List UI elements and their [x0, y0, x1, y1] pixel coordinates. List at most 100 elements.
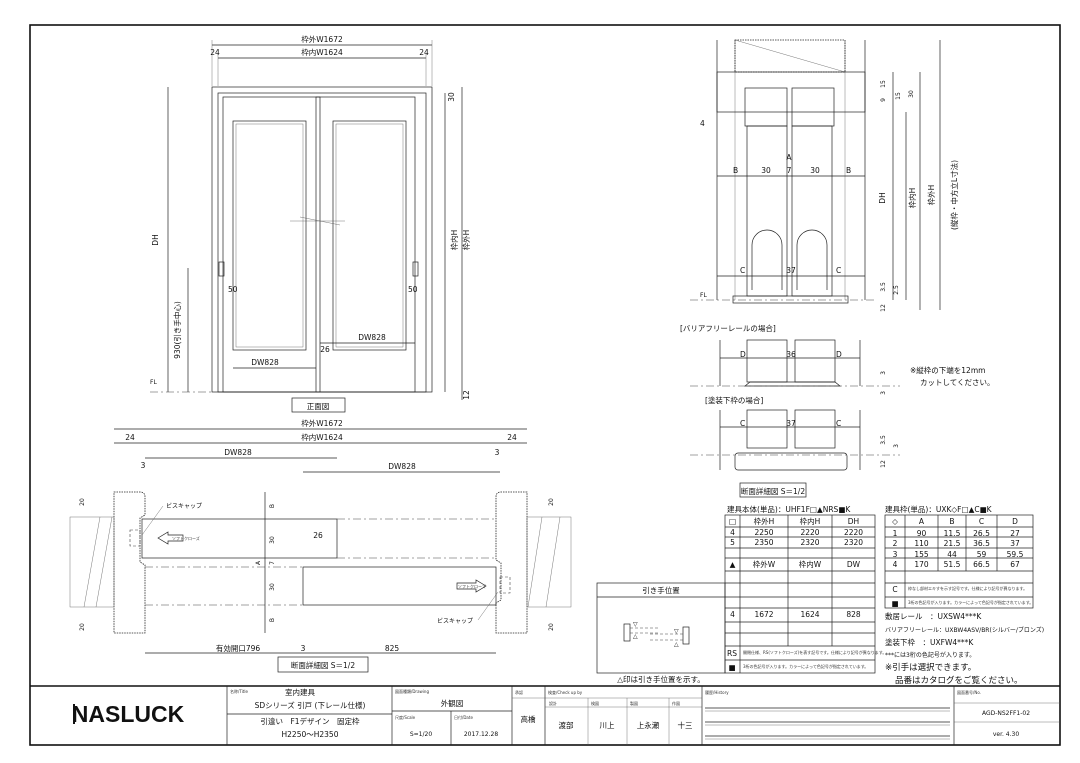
fl-mark: FL — [150, 379, 157, 386]
hs-825: 825 — [385, 644, 400, 653]
checker-header-4: 作図 — [672, 700, 680, 706]
dim-outer-height: 枠外H — [461, 230, 471, 251]
bf-d-left: D — [740, 350, 746, 359]
vs-dim-15b: 15 — [895, 92, 902, 100]
dim-overlap-26: 26 — [320, 345, 330, 354]
door-table-note: 3桁の色記号が入ります。カラーによって色記号が指定されています。 — [743, 663, 868, 669]
dim-inner-height: 枠内H — [449, 230, 459, 251]
frame-table-header: C — [979, 517, 984, 526]
painted-sill: 塗装下枠 ：UXFW4***K — [885, 637, 974, 647]
ps-37: 37 — [786, 419, 796, 428]
scale-label: 尺度/Scale — [395, 714, 416, 720]
hs-inner-width: 枠内W1624 — [301, 432, 343, 442]
front-view-caption: 正面図 — [307, 402, 330, 411]
dim-dh: DH — [151, 234, 160, 245]
history-label: 履歴/History — [705, 689, 729, 695]
door-section-right — [791, 125, 833, 297]
dim-dw-left: DW828 — [251, 358, 279, 367]
drawing-type: 外観図 — [441, 698, 464, 708]
svg-text:△: △ — [674, 641, 679, 648]
door-table-cell: 2220 — [844, 528, 863, 537]
cut-note-line1: ※縦枠の下端を12mm — [910, 365, 985, 375]
nasluck-logo: NASLUCK — [72, 701, 185, 727]
checker-3: 上永瀬 — [637, 720, 660, 730]
hs-gap-left: 3 — [141, 461, 146, 470]
door-table-note: 開閉仕様、RS(ソフトクローズ)を表す記号です。仕様により記号が異なります。 — [743, 649, 886, 655]
door-table-cell: 828 — [846, 610, 861, 619]
catalog-note: 品番はカタログをご覧ください。 — [895, 675, 1023, 686]
soft-close-arrow-right — [456, 579, 487, 593]
dim-side-right: 24 — [419, 48, 429, 57]
door-table-header: 枠内H — [800, 516, 821, 526]
door-table-note-key: RS — [727, 649, 737, 658]
vs-dim-15a: 15 — [880, 80, 887, 88]
left-door — [222, 96, 321, 393]
title-line4: H2250～H2350 — [282, 730, 339, 739]
frame-table-header: B — [949, 517, 954, 526]
vs-dim-30: 30 — [908, 90, 915, 98]
right-door — [315, 96, 416, 393]
soft-close-right: ソフトクローズ — [458, 583, 486, 589]
dim-handle-50-right: 50 — [408, 285, 418, 294]
vs-dim-4: 4 — [700, 119, 705, 128]
hs-30b: 30 — [269, 583, 276, 591]
door-table-title: 建具本体(単品)：UHF1F□▲NRS■K — [727, 504, 851, 514]
cut-note-line2: カットしてください。 — [920, 378, 995, 387]
frame-table-border — [884, 514, 1034, 609]
color-note: ***には3桁の色記号が入ります。 — [885, 651, 975, 659]
door-section-left — [746, 125, 788, 297]
frame-table-note: 枠なし部材エキすを示す記号です。仕様により記号が異なります。 — [908, 585, 1027, 591]
door-table-header: DW — [847, 560, 861, 569]
handle-right — [412, 261, 419, 277]
vertical-section-caption: 断面詳細図 S＝1/2 — [741, 486, 805, 496]
door-table-header: DH — [848, 517, 859, 526]
horizontal-section-caption: 断面詳細図 S＝1/2 — [291, 660, 355, 670]
barrier-free-rail: バリアフリーレール：UXBW4ASV/BR(シルバー/ブロンズ) — [885, 626, 1044, 634]
approver: 高橋 — [521, 714, 536, 724]
vs-dim-b-left: B — [733, 166, 738, 175]
hs-gap-mid: 3 — [301, 644, 306, 653]
left-jamb — [113, 491, 146, 634]
hs-20c: 20 — [548, 498, 555, 506]
hs-b-top: B — [269, 504, 276, 508]
checker-header-3: 製図 — [630, 700, 638, 706]
frame-table-cell: 66.5 — [973, 560, 990, 569]
frame-table-cell: 27 — [1010, 529, 1020, 538]
door-table-note-key: ■ — [728, 663, 735, 672]
hs-b-bottom: B — [269, 618, 276, 622]
door-table-cell: 4 — [730, 528, 735, 537]
frame-table-note-key: C — [892, 585, 897, 594]
frame-table-cell: 90 — [917, 529, 927, 538]
hs-opening: 有効開口796 — [216, 643, 261, 653]
ps-dim-3-5: 3.5 — [880, 435, 887, 445]
frame-table-cell: 51.5 — [944, 560, 961, 569]
checker-header-2: 検図 — [591, 700, 599, 706]
frame-table-cell: 59 — [977, 550, 987, 559]
hs-7: 7 — [269, 561, 276, 565]
frame-table: 建具枠(単品)：UXK◇F□▲C■K 敷居レール ：UXSW4***K バリアフ… — [884, 504, 1044, 686]
handle-position-box: 引き手位置 ▽△ ▽△ △印は引き手位置を示す。 — [596, 582, 726, 684]
svg-text:▽: ▽ — [633, 621, 638, 628]
svg-text:△: △ — [633, 633, 638, 640]
horizontal-section: 枠外W1672 枠内W1624 24 24 DW828 DW828 3 3 ソフ… — [69, 418, 572, 673]
barrier-free-title: [バリアフリーレールの場合] — [680, 323, 776, 333]
hs-30a: 30 — [269, 536, 276, 544]
vs-dim-7: 7 — [787, 166, 792, 175]
door-table-cell: 2250 — [754, 528, 773, 537]
frame-table-cell: 170 — [914, 560, 929, 569]
frame-table-title: 建具枠(単品)：UXK◇F□▲C■K — [885, 504, 993, 514]
vs-fl: FL — [700, 292, 707, 299]
front-view: 枠外W1672 枠内W1624 24 24 DH 930(引き手中心) FL 枠… — [150, 34, 471, 413]
soft-close-left: ソフトクローズ — [172, 535, 200, 541]
vs-dim-37: 37 — [786, 266, 796, 275]
bf-36: 36 — [786, 350, 796, 359]
dim-top-30: 30 — [447, 92, 456, 102]
title-line3: 引違い F1デザイン 固定枠 — [260, 716, 360, 726]
ps-dim-3: 3 — [893, 444, 900, 448]
scale-value: S=1/20 — [410, 731, 432, 738]
door-table-cell: 1672 — [754, 610, 773, 619]
vs-inner-h: 枠内H — [907, 188, 917, 209]
door-table-header: 枠内W — [799, 559, 822, 569]
frame-table-cell: 67 — [1010, 560, 1020, 569]
